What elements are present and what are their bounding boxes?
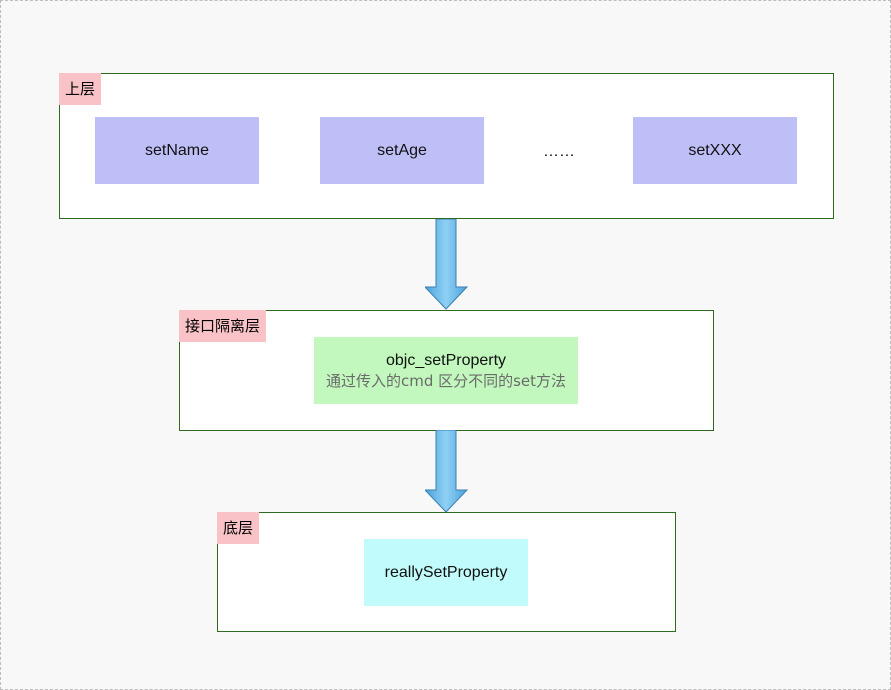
method-set-xxx: setXXX: [633, 117, 797, 184]
objc-set-property-label: objc_setProperty: [385, 351, 507, 369]
bottom-layer-tag: 底层: [217, 512, 260, 544]
really-set-property-node: reallySetProperty: [364, 539, 528, 606]
down-arrow-icon: [425, 219, 469, 310]
objc-set-property-description: 通过传入的cmd 区分不同的set方法: [325, 371, 567, 390]
objc-set-property-node: objc_setProperty 通过传入的cmd 区分不同的set方法: [314, 337, 578, 404]
method-set-name: setName: [95, 117, 259, 184]
interface-layer-tag: 接口隔离层: [179, 310, 267, 342]
method-set-age: setAge: [320, 117, 484, 184]
down-arrow-icon: [425, 430, 469, 513]
methods-ellipsis: ……: [543, 143, 575, 160]
top-layer-tag: 上层: [59, 73, 102, 105]
